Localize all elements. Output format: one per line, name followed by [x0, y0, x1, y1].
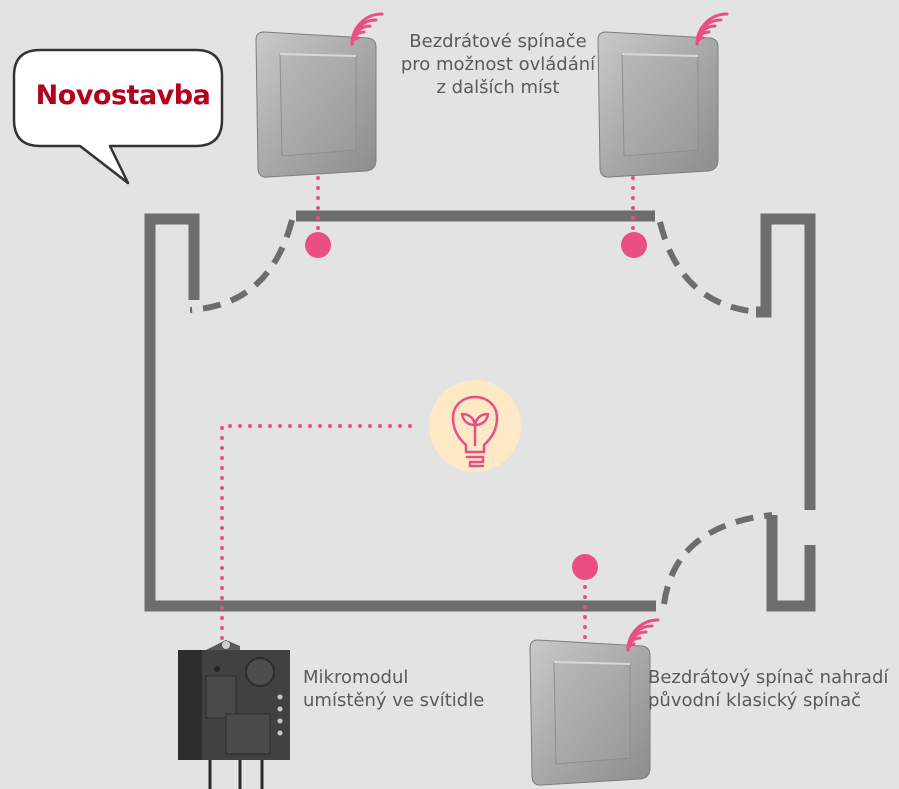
door-arc-bottom	[661, 512, 773, 605]
label-line: Mikromodul	[303, 667, 409, 688]
switch-point-top-left	[305, 232, 331, 258]
wireless-switch-top-left	[255, 31, 377, 179]
label-line: původní klasický spínač	[648, 690, 862, 711]
walls	[144, 210, 816, 612]
speech-bubble	[12, 48, 224, 185]
wall-left-upper	[144, 213, 656, 612]
micromodule-icon	[178, 640, 290, 789]
door-arcs	[189, 219, 773, 605]
wall-right-upper	[756, 213, 816, 510]
wireless-switch-top-right	[597, 31, 719, 179]
switch-point-bottom	[572, 554, 598, 580]
label-line: umístěný ve svítidle	[303, 690, 485, 711]
door-arc-right	[657, 221, 759, 315]
label-line: Bezdrátový spínač nahradí	[648, 667, 889, 688]
wall-right-lower	[766, 515, 816, 612]
label-bottom-switch: Bezdrátový spínač nahradí původní klasic…	[648, 666, 888, 712]
label-top-switches: Bezdrátové spínače pro možnost ovládání …	[383, 30, 613, 99]
label-micromodule: Mikromodul umístěný ve svítidle	[303, 666, 484, 712]
door-arc-left	[189, 219, 295, 313]
wireless-switch-bottom	[529, 639, 651, 787]
label-line: Bezdrátové spínače	[409, 31, 587, 52]
speech-bubble-title: Novostavba	[35, 80, 211, 111]
connection-lines	[220, 176, 635, 644]
label-line: pro možnost ovládání	[400, 54, 596, 75]
label-line: z dalších míst	[436, 77, 560, 98]
wireless-signal-icon	[626, 618, 660, 652]
switch-point-top-right	[621, 232, 647, 258]
light-bulb-icon	[429, 380, 521, 472]
